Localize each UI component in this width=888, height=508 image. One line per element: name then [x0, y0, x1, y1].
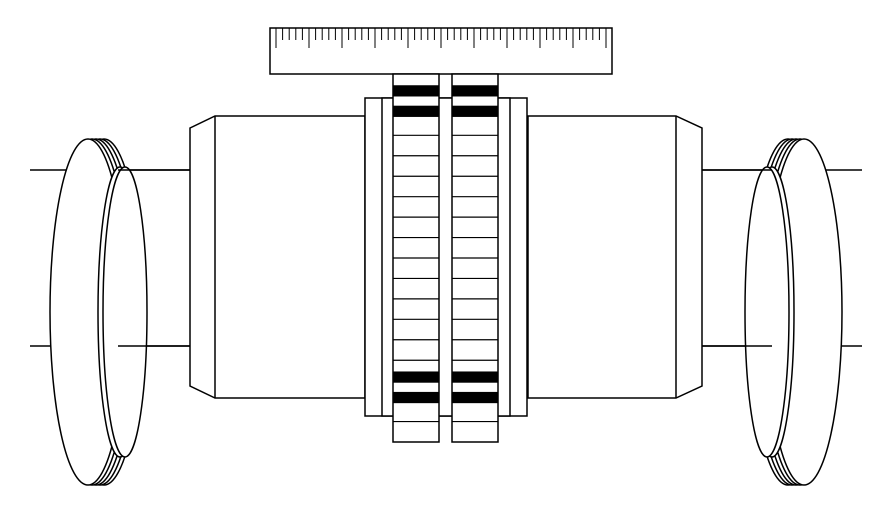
scale-band-dark: [452, 391, 498, 404]
scale-strips: [392, 73, 499, 443]
ruler-ticks: [275, 28, 607, 48]
center-collar: [364, 97, 528, 417]
left-body: [189, 115, 366, 399]
scale-strip-1: [392, 73, 440, 443]
left-pipe-through: [118, 169, 190, 347]
scale-band-dark: [393, 105, 439, 117]
scale-strip-2: [451, 73, 499, 443]
scale-band-dark: [393, 85, 439, 97]
right-body: [527, 115, 703, 399]
left-flange: [49, 138, 148, 486]
scale-band-dark: [452, 105, 498, 117]
scale-band-dark: [393, 371, 439, 383]
right-pipe-through: [700, 169, 772, 347]
scale-band-dark: [452, 371, 498, 383]
right-flange: [744, 138, 843, 486]
scale-band-dark: [393, 391, 439, 404]
scale-band-dark: [452, 85, 498, 97]
